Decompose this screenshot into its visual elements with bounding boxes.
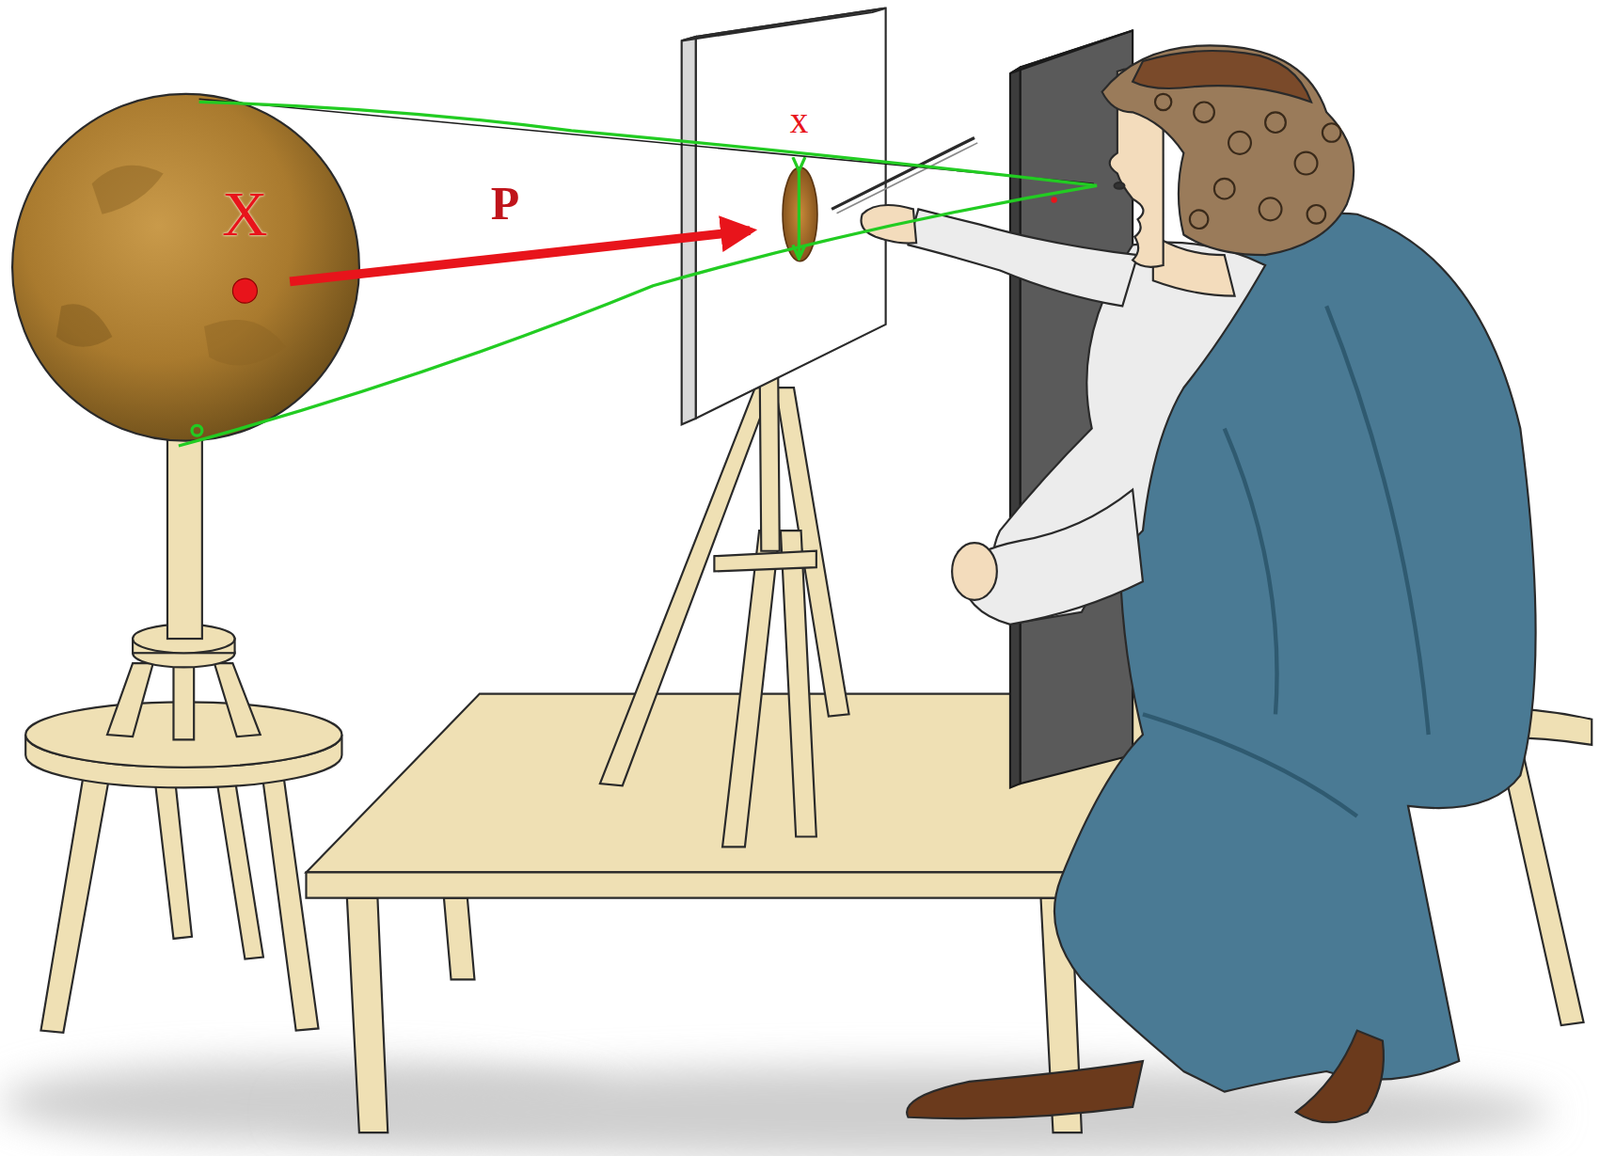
sphere-stool xyxy=(107,663,154,737)
painter xyxy=(1155,94,1341,229)
sphere xyxy=(12,94,360,442)
painter xyxy=(1214,178,1236,200)
sphere-stool xyxy=(214,765,264,960)
table xyxy=(347,898,388,1133)
painter xyxy=(1326,305,1428,735)
visual-cone xyxy=(191,425,203,436)
vector-label: P xyxy=(491,180,520,228)
visual-cone xyxy=(797,169,801,257)
sphere-stool xyxy=(153,765,192,939)
painter xyxy=(951,542,998,601)
painter xyxy=(1265,111,1286,133)
painter xyxy=(1295,152,1318,175)
painter xyxy=(1142,713,1358,816)
object-label: X xyxy=(221,182,269,246)
painter xyxy=(1228,131,1252,155)
painter xyxy=(1189,209,1209,229)
projection-arrow xyxy=(289,230,750,282)
painter-stool xyxy=(1500,749,1585,1026)
sphere xyxy=(232,278,257,303)
eye-point xyxy=(1050,196,1058,204)
painter xyxy=(906,1061,1143,1119)
easel xyxy=(722,530,780,847)
sphere-stool xyxy=(25,408,342,1033)
table xyxy=(443,898,476,981)
canvas-board xyxy=(681,36,697,425)
painter xyxy=(1114,182,1125,190)
image-label: x xyxy=(790,101,809,139)
table xyxy=(305,871,1133,898)
painter xyxy=(907,208,1138,306)
sight-board xyxy=(1010,31,1133,75)
painter xyxy=(860,205,917,244)
sphere-stool xyxy=(173,663,194,740)
painter xyxy=(1155,94,1172,111)
sphere xyxy=(92,165,164,215)
painter xyxy=(1307,205,1327,224)
painter xyxy=(1296,1030,1384,1124)
visual-cone xyxy=(178,185,1097,446)
visual-cone xyxy=(199,101,1098,186)
sphere xyxy=(12,94,360,442)
painter xyxy=(1102,45,1355,255)
canvas-board xyxy=(681,8,887,426)
sphere-stool xyxy=(40,755,112,1033)
visual-cone xyxy=(178,101,1097,446)
canvas-board xyxy=(782,167,818,262)
sphere xyxy=(204,319,286,365)
painter xyxy=(860,45,1536,1123)
brush xyxy=(837,142,979,214)
easel xyxy=(713,551,816,572)
brush xyxy=(831,137,975,209)
easel xyxy=(780,530,817,837)
sphere xyxy=(56,303,113,348)
canvas-board xyxy=(696,8,887,419)
painter xyxy=(1259,197,1283,221)
painter xyxy=(1224,428,1278,715)
sphere-stool xyxy=(214,663,261,737)
painter xyxy=(1322,123,1342,143)
canvas-board xyxy=(681,8,887,42)
painter xyxy=(1193,101,1215,123)
